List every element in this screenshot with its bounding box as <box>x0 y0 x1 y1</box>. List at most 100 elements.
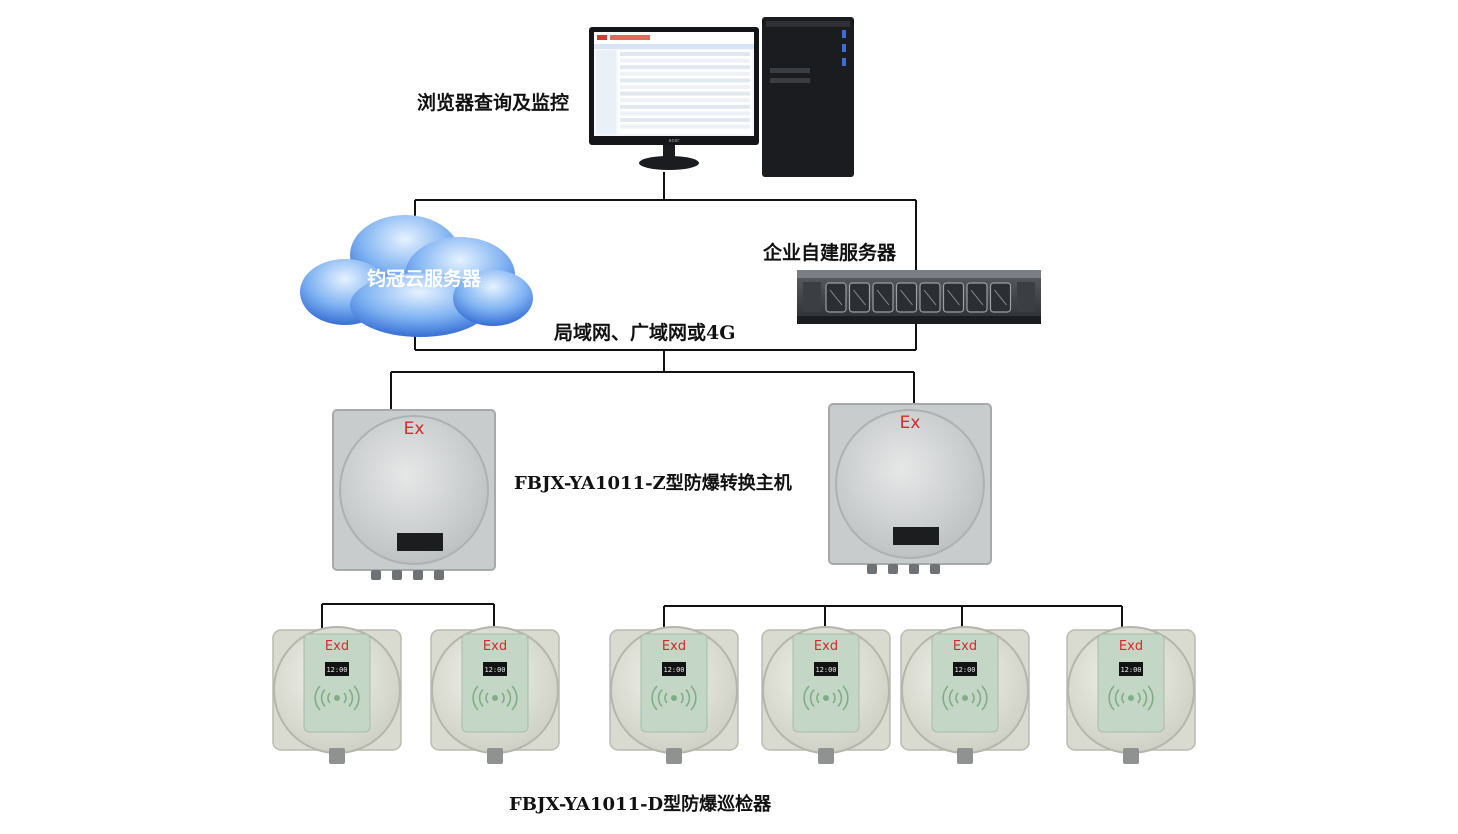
rack-server <box>797 270 1041 324</box>
reader-display <box>1119 662 1143 676</box>
converter-host-label: FBJX-YA1011-Z型防爆转换主机 <box>514 473 792 494</box>
screen-row <box>620 52 750 56</box>
drive-bay-grille <box>900 289 913 306</box>
screen-row <box>620 85 750 89</box>
rfid-wave <box>664 692 668 704</box>
rfid-wave <box>506 689 512 707</box>
browser-monitor-label: 浏览器查询及监控 <box>417 92 570 114</box>
reader-display <box>483 662 507 676</box>
reader-cable-gland <box>329 748 345 764</box>
enterprise-server-label: 企业自建服务器 <box>763 242 897 264</box>
rfid-wave <box>1108 685 1115 711</box>
host-nameplate <box>397 533 443 551</box>
reader-panel <box>640 633 708 733</box>
reader-exd-mark: Exd <box>325 639 349 654</box>
rfid-wave <box>1147 685 1154 711</box>
drive-bay-grille <box>994 289 1007 306</box>
rfid-wave <box>501 692 505 704</box>
rfid-wave <box>948 689 954 707</box>
rfid-wave <box>1121 692 1125 704</box>
rfid-wave <box>320 689 326 707</box>
reader-exd-mark: Exd <box>1119 639 1143 654</box>
drive-bay-grille <box>876 289 890 306</box>
reader-time: 12:00 <box>815 666 836 674</box>
screen-row <box>620 124 750 129</box>
cloud-server: 钧冠云服务器 <box>300 215 533 337</box>
rfid-wave <box>816 692 820 704</box>
reader-cable-gland <box>666 748 682 764</box>
screen-row <box>620 91 750 96</box>
screen-row <box>620 65 750 70</box>
screen-row <box>620 104 750 109</box>
reader-display <box>953 662 977 676</box>
rfid-wave <box>976 689 982 707</box>
rfid-wave <box>981 685 988 711</box>
rfid-wave <box>971 692 975 704</box>
rfid-icon <box>962 695 968 701</box>
rfid-wave <box>690 685 697 711</box>
drive-bay-grille <box>947 289 960 306</box>
host-nameplate <box>893 527 939 545</box>
reader-panel <box>1097 633 1165 733</box>
drive-bay-grille <box>853 289 866 306</box>
rfid-icon <box>671 695 677 701</box>
rfid-wave <box>955 692 959 704</box>
reader-time: 12:00 <box>484 666 505 674</box>
rfid-icon <box>492 695 498 701</box>
reader-display <box>662 662 686 676</box>
screen-row <box>620 98 750 103</box>
rfid-wave <box>837 689 843 707</box>
rfid-wave <box>348 689 354 707</box>
reader-cable-gland <box>818 748 834 764</box>
patrol-reader-5: Exd 12:00 <box>900 626 1030 764</box>
rfid-wave <box>472 685 479 711</box>
monitor-stand <box>639 156 699 170</box>
rfid-wave <box>803 685 810 711</box>
rfid-wave <box>680 692 684 704</box>
rfid-wave <box>353 685 360 711</box>
converter-host-left: Ex <box>332 409 496 580</box>
host-lid <box>339 415 489 565</box>
reader-exd-mark: Exd <box>814 639 838 654</box>
rfid-wave <box>485 692 489 704</box>
screen-row <box>620 78 750 83</box>
screen-row <box>620 118 750 122</box>
rfid-wave <box>343 692 347 704</box>
rfid-wave <box>511 685 518 711</box>
host-ex-mark: Ex <box>900 413 921 433</box>
screen-table-rows <box>620 52 750 129</box>
drive-bays <box>825 282 1012 313</box>
drive-bay-grille <box>829 289 843 306</box>
patrol-reader-4: Exd 12:00 <box>761 626 891 764</box>
reader-exd-mark: Exd <box>953 639 977 654</box>
host-lid <box>835 409 985 559</box>
rfid-wave <box>1114 689 1120 707</box>
reader-panel <box>931 633 999 733</box>
patrol-readers: Exd12:00Exd12:00Exd12:00Exd12:00Exd12:00… <box>272 626 1196 764</box>
reader-exd-mark: Exd <box>483 639 507 654</box>
reader-time: 12:00 <box>954 666 975 674</box>
reader-panel <box>792 633 860 733</box>
drive-bay-grille <box>970 289 984 306</box>
screen-row <box>620 58 750 63</box>
reader-panel <box>303 633 371 733</box>
rfid-wave <box>832 692 836 704</box>
monitor-brand: acer <box>669 138 681 144</box>
screen-row <box>620 111 750 116</box>
patrol-reader-2: Exd 12:00 <box>430 626 560 764</box>
reader-cable-gland <box>487 748 503 764</box>
rfid-wave <box>809 689 815 707</box>
rfid-wave <box>314 685 321 711</box>
rfid-wave <box>1137 692 1141 704</box>
rfid-wave <box>327 692 331 704</box>
reader-display <box>325 662 349 676</box>
reader-panel <box>461 633 529 733</box>
reader-exd-mark: Exd <box>662 639 686 654</box>
rfid-wave <box>685 689 691 707</box>
rfid-wave <box>651 685 658 711</box>
